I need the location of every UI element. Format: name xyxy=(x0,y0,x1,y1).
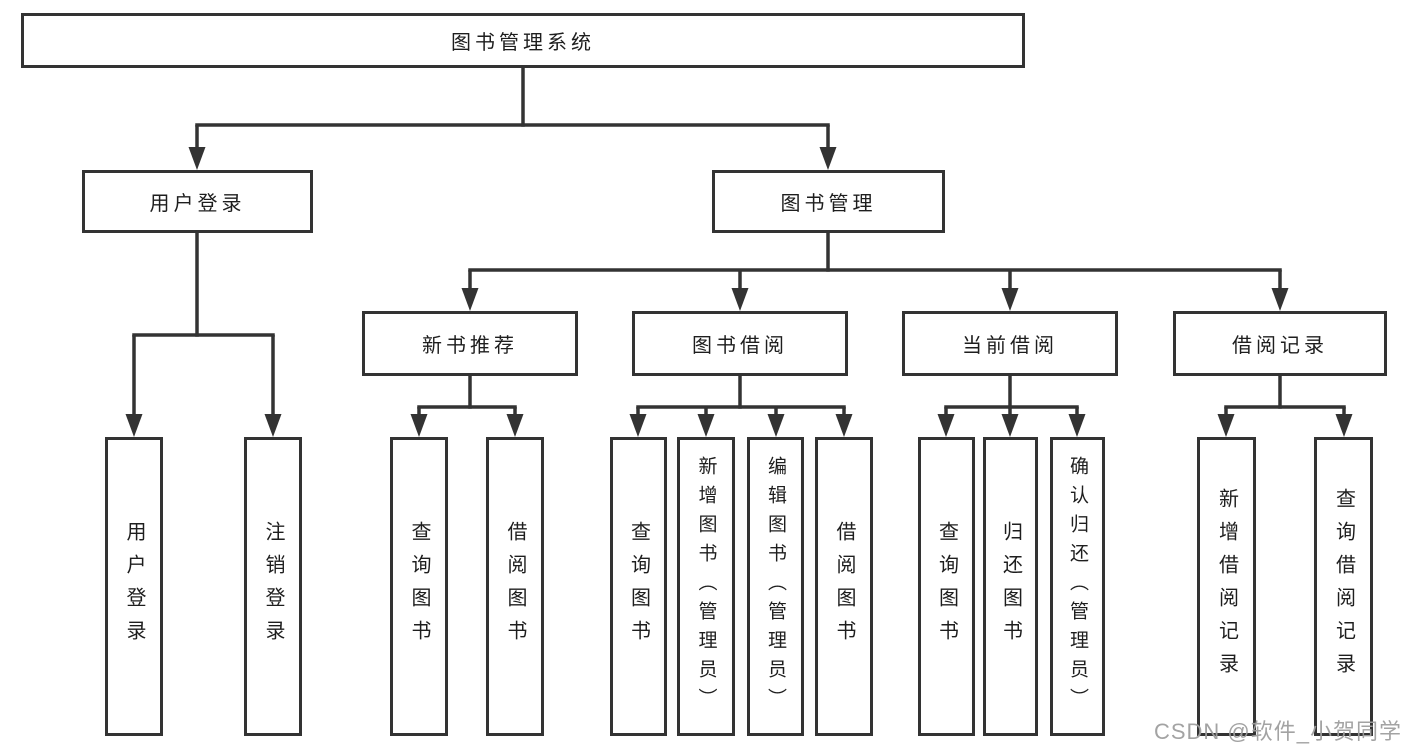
arrowhead xyxy=(461,288,479,311)
arrowhead xyxy=(1217,414,1235,437)
node-label: 借阅图书 xyxy=(833,520,855,653)
leaf-cb-query-book: 查询图书 xyxy=(918,437,975,736)
arrowhead xyxy=(1001,288,1019,311)
node-label: 新增借阅记录 xyxy=(1215,487,1238,686)
arrowhead xyxy=(835,414,853,437)
arrowhead xyxy=(1001,414,1019,437)
node-label: 图书管理 xyxy=(780,193,877,215)
arrowhead xyxy=(188,147,206,170)
arrowhead xyxy=(1335,414,1353,437)
node-label: 查询图书 xyxy=(408,520,430,653)
node-borrowing-records: 借阅记录 xyxy=(1173,311,1387,376)
node-root: 图书管理系统 xyxy=(21,13,1025,68)
node-current-borrowing: 当前借阅 xyxy=(902,311,1118,376)
leaf-rec-borrow-book: 借阅图书 xyxy=(486,437,544,736)
node-label: 用户登录 xyxy=(123,520,145,653)
node-label: 图书管理系统 xyxy=(451,32,595,54)
node-label: 用户登录 xyxy=(149,193,246,215)
node-label: 查询借阅记录 xyxy=(1332,487,1355,686)
arrowhead xyxy=(731,288,749,311)
node-label: 新增图书（管理员） xyxy=(695,456,717,717)
node-new-book-recommend: 新书推荐 xyxy=(362,311,578,376)
node-label: 编辑图书（管理员） xyxy=(765,456,786,717)
node-label: 图书借阅 xyxy=(692,335,788,357)
leaf-cb-return-book: 归还图书 xyxy=(983,437,1038,736)
node-user-login: 用户登录 xyxy=(82,170,313,233)
leaf-br-add-record: 新增借阅记录 xyxy=(1197,437,1256,736)
leaf-bb-edit-book-admin: 编辑图书（管理员） xyxy=(747,437,804,736)
node-label: 当前借阅 xyxy=(962,335,1058,357)
csdn-watermark: CSDN @软件_小贺同学 xyxy=(1153,719,1402,744)
node-label: 借阅图书 xyxy=(504,520,526,653)
leaf-bb-query-book: 查询图书 xyxy=(610,437,667,736)
leaf-br-query-record: 查询借阅记录 xyxy=(1314,437,1373,736)
node-label: 查询图书 xyxy=(627,520,650,653)
node-label: 借阅记录 xyxy=(1232,335,1328,357)
arrowhead xyxy=(629,414,647,437)
node-label: 查询图书 xyxy=(935,520,958,653)
leaf-logout: 注销登录 xyxy=(244,437,302,736)
arrowhead xyxy=(767,414,785,437)
arrowhead xyxy=(819,147,837,170)
leaf-cb-confirm-return-admin: 确认归还（管理员） xyxy=(1050,437,1105,736)
node-label: 归还图书 xyxy=(999,520,1022,653)
leaf-bb-borrow-book: 借阅图书 xyxy=(815,437,873,736)
arrowhead xyxy=(125,414,143,437)
leaf-rec-query-book: 查询图书 xyxy=(390,437,448,736)
arrowhead xyxy=(506,414,524,437)
arrowhead xyxy=(264,414,282,437)
arrowhead xyxy=(1068,414,1086,437)
arrowhead xyxy=(1271,288,1289,311)
leaf-user-login: 用户登录 xyxy=(105,437,163,736)
node-label: 确认归还（管理员） xyxy=(1067,456,1088,717)
arrowhead xyxy=(937,414,955,437)
node-book-borrowing: 图书借阅 xyxy=(632,311,848,376)
arrowhead xyxy=(697,414,715,437)
node-label: 新书推荐 xyxy=(422,335,518,357)
node-label: 注销登录 xyxy=(262,520,284,653)
leaf-bb-add-book-admin: 新增图书（管理员） xyxy=(677,437,735,736)
node-book-management: 图书管理 xyxy=(712,170,945,233)
arrowhead xyxy=(410,414,428,437)
